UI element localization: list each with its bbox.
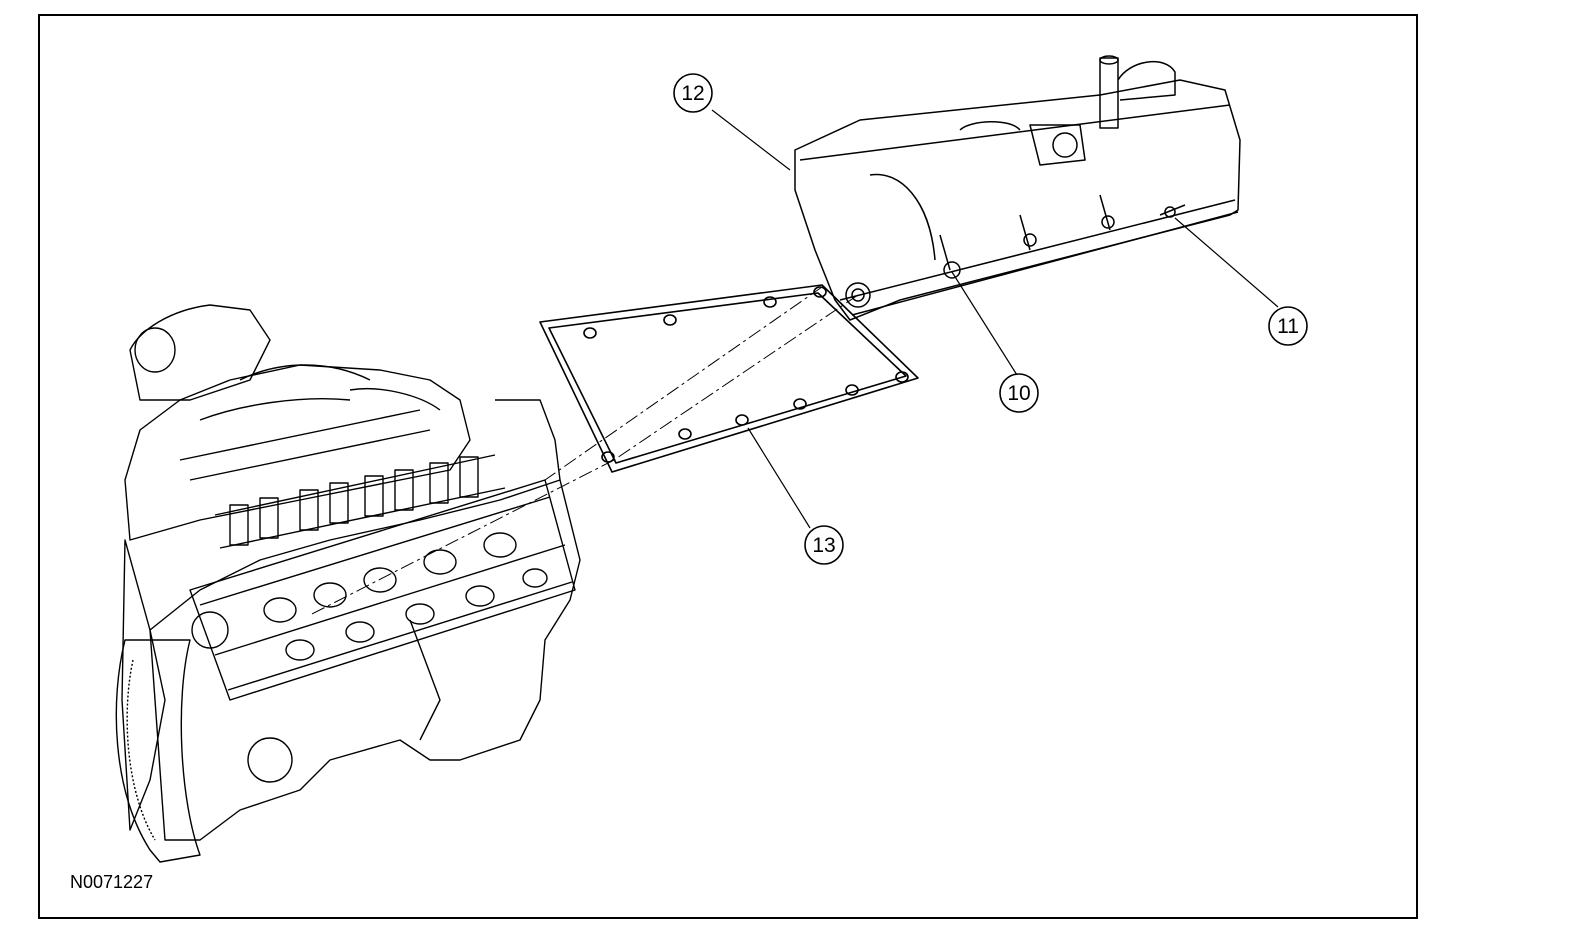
leader-13	[747, 427, 811, 529]
callout-12-label: 12	[681, 82, 704, 105]
valve-cover	[794, 55, 1241, 321]
figure-id-label: N0071227	[70, 872, 154, 892]
flywheel	[115, 639, 201, 863]
leader-10	[951, 271, 1018, 376]
callout-12: 12	[673, 73, 713, 113]
engine-assembly	[115, 304, 581, 863]
engine-block	[149, 479, 581, 841]
leader-11	[1174, 217, 1279, 308]
head-ports	[263, 532, 548, 661]
valve-train	[214, 454, 506, 549]
cylinder-head	[189, 479, 576, 701]
gasket-bolt-holes	[583, 286, 909, 463]
oil-filler-cap	[1099, 55, 1176, 129]
diagram-frame	[38, 14, 1418, 919]
callout-10-label: 10	[1007, 382, 1030, 405]
valve-cover-gasket	[539, 284, 919, 473]
callout-13-label: 13	[812, 534, 835, 557]
intake-manifold	[124, 364, 471, 541]
leader-12	[711, 109, 791, 171]
callout-10: 10	[999, 373, 1039, 413]
callout-11: 11	[1268, 306, 1308, 346]
cover-stud	[1159, 204, 1186, 218]
callout-11-label: 11	[1277, 315, 1299, 338]
alignment-lines	[309, 286, 859, 616]
cover-bolt	[845, 215, 1115, 308]
callout-13: 13	[804, 525, 844, 565]
leader-lines	[711, 109, 1279, 529]
